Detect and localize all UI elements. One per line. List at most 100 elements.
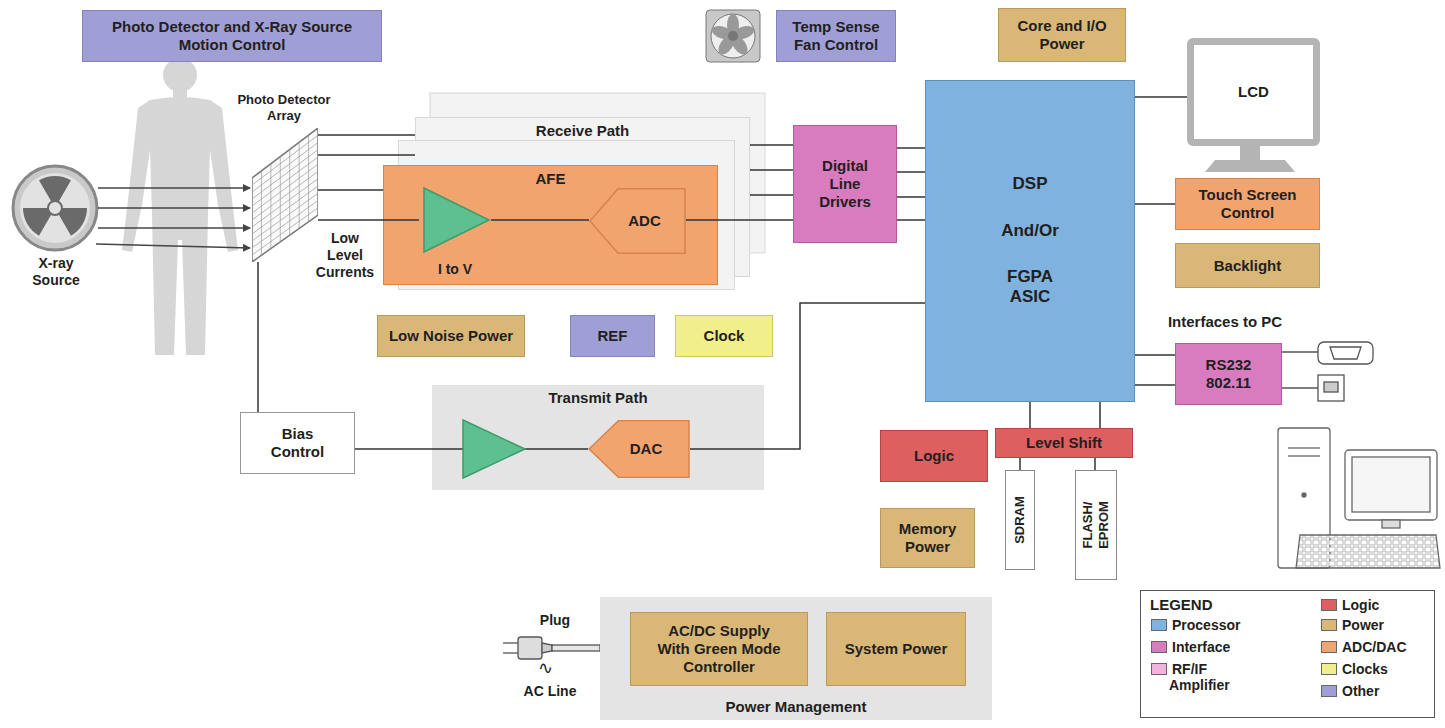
legend-swatch <box>1151 663 1167 675</box>
box-label: AFE <box>536 170 566 188</box>
interface-box: Interfaces to PCRS232 802.11 <box>1150 313 1300 407</box>
pc-ports <box>1330 347 1361 359</box>
detector-grid <box>252 172 318 221</box>
fan-icon <box>728 31 738 41</box>
interface-box: Digital Line Drivers <box>793 125 897 243</box>
converter-label: DAC <box>630 440 663 458</box>
legend-entry: Clocks <box>1321 661 1388 677</box>
detector-grid <box>299 142 300 228</box>
fan-icon <box>711 14 755 58</box>
pc-illustration <box>1382 520 1400 528</box>
clock-box: Clock <box>675 315 773 357</box>
caption-label: ∿ <box>535 658 555 680</box>
pc-illustration <box>1288 447 1320 448</box>
connector <box>1135 96 1187 98</box>
screen-label: LCD <box>1238 83 1269 101</box>
connector <box>318 134 415 136</box>
connector <box>686 219 793 221</box>
band-title: Transmit Path <box>548 389 647 407</box>
legend-text: Logic <box>1342 597 1379 613</box>
legend-entry: ADC/DAC <box>1321 639 1407 655</box>
legend-swatch <box>1321 685 1337 697</box>
connector <box>897 147 925 149</box>
detector-grid <box>252 135 318 185</box>
detector-grid <box>261 171 262 255</box>
legend-swatch <box>1321 599 1337 611</box>
lcd-stand <box>1205 146 1295 172</box>
power-plug <box>503 642 518 643</box>
legend-text: Interface <box>1172 639 1230 655</box>
box-label: Touch Screen Control <box>1180 186 1315 222</box>
transmit-amplifier <box>525 448 588 450</box>
fan-icon <box>706 10 760 62</box>
legend-text: Clocks <box>1342 661 1388 677</box>
box-label: Temp Sense Fan Control <box>781 18 891 54</box>
legend-entry: RF/IF <box>1151 661 1207 677</box>
converter-shape <box>589 421 689 478</box>
band-title: Receive Path <box>536 122 629 140</box>
legend-entry: Other <box>1321 683 1379 699</box>
legend-text: Amplifier <box>1169 677 1230 693</box>
connector <box>318 219 419 221</box>
pc-illustration <box>1345 450 1437 520</box>
memory-chip: FLASH/ EPROM <box>1075 470 1117 580</box>
control-box: Photo Detector and X-Ray Source Motion C… <box>82 10 382 62</box>
detector-grid <box>252 150 318 199</box>
control-box: Temp Sense Fan Control <box>776 10 896 62</box>
box-label: Digital Line Drivers <box>810 157 880 211</box>
box-label: Photo Detector and X-Ray Source Motion C… <box>87 18 377 54</box>
power-management-band: Power Management AC/DC Supply With Green … <box>600 597 992 720</box>
connector <box>897 171 925 173</box>
xray-beams <box>98 207 250 208</box>
power-plug <box>503 637 600 659</box>
array-title: Photo Detector Array <box>230 92 338 123</box>
pc-ports <box>1282 387 1318 388</box>
power-plug <box>503 652 518 653</box>
pc-ports <box>1282 351 1318 352</box>
connector <box>750 194 793 196</box>
power-box: Memory Power <box>880 508 975 568</box>
box-label: Low Noise Power <box>389 327 513 345</box>
band-title: Power Management <box>726 698 867 716</box>
detector-grid <box>270 164 271 249</box>
lcd-stand <box>1205 160 1295 172</box>
power-plug <box>542 643 552 653</box>
pc-ports <box>1282 342 1373 401</box>
logic-box: Logic <box>880 430 988 482</box>
transmit-amplifier <box>432 448 463 450</box>
converter-label: ADC <box>628 212 661 230</box>
afe-box: AFEI to VADC <box>383 165 718 285</box>
transmit-path-band: Transmit Path DAC <box>432 385 764 490</box>
detector-grid <box>308 135 309 222</box>
box-label: REF <box>598 327 628 345</box>
dac-symbol: DAC <box>588 420 690 478</box>
connector <box>318 189 383 191</box>
detector-grid <box>252 186 318 234</box>
legend-swatch <box>1321 619 1337 631</box>
legend-text: Processor <box>1172 617 1240 633</box>
power-plug <box>518 637 542 659</box>
detector-grid <box>252 193 318 241</box>
detector-grid <box>252 179 318 227</box>
detector-grid <box>289 149 290 235</box>
box-label: Clock <box>704 327 745 345</box>
detector-grid <box>252 208 318 255</box>
amplifier-triangle <box>419 186 491 256</box>
box-label: FGPA ASIC <box>1000 267 1060 308</box>
control-box: Touch Screen Control <box>1175 178 1320 230</box>
box-label: Backlight <box>1214 257 1282 275</box>
caption-label: LEGEND <box>1150 596 1230 614</box>
power-box: Low Noise Power <box>377 315 525 357</box>
caption-label: Plug <box>535 612 575 629</box>
amplifier-triangle <box>424 188 489 252</box>
connector <box>318 154 415 156</box>
legend-entry: Interface <box>1151 639 1230 655</box>
detector-grid <box>252 157 318 206</box>
legend-entry: Logic <box>1321 597 1379 613</box>
power-box: AC/DC Supply With Green Mode Controller <box>630 612 808 686</box>
chip-label: FLASH/ EPROM <box>1080 488 1111 563</box>
adc-symbol: ADC <box>589 188 686 254</box>
caption-label: X-ray Source <box>25 255 87 289</box>
box-label: And/Or <box>1001 221 1059 241</box>
pc-ports <box>1324 382 1338 392</box>
